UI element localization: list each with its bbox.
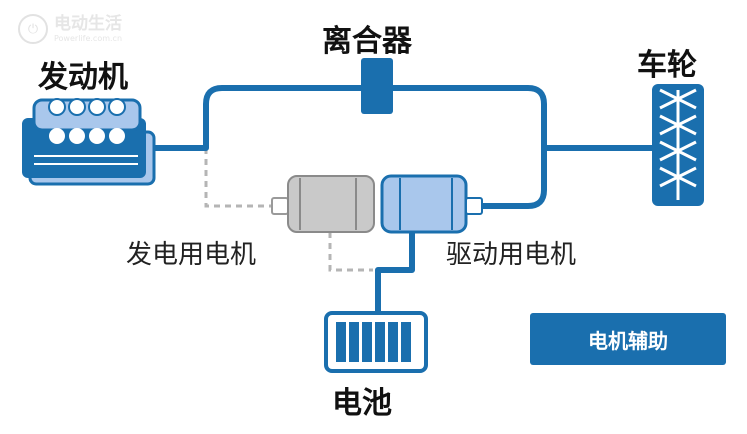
watermark-name: 电动生活	[54, 13, 122, 34]
battery-to-drive-motor-line	[375, 232, 415, 313]
drive-motor-label: 驱动用电机	[446, 240, 577, 270]
battery-label: 电池	[332, 386, 392, 421]
watermark-url: Powerlife.com.cn	[54, 33, 123, 43]
engine-icon	[22, 98, 156, 186]
engine-to-generator-link	[204, 148, 283, 208]
generator-motor-label: 发电用电机	[126, 240, 257, 270]
generator-to-battery-link	[328, 232, 373, 272]
engine-label: 发动机	[38, 60, 128, 95]
battery-icon	[324, 311, 428, 373]
inactive-connections	[204, 148, 373, 272]
engine-to-clutch-line	[150, 85, 652, 151]
mode-badge: 电机辅助	[530, 313, 726, 365]
drive-motor-to-wheel-line	[466, 148, 547, 209]
generator-motor-icon	[271, 175, 375, 233]
watermark-logo: ⏻ 电动生活 Powerlife.com.cn	[18, 14, 122, 44]
tire-icon	[652, 84, 704, 206]
drive-motor-icon	[380, 174, 483, 234]
power-icon: ⏻	[18, 14, 48, 44]
clutch-icon	[361, 58, 393, 114]
wheel-label: 车轮	[637, 48, 697, 83]
clutch-label: 离合器	[322, 24, 412, 59]
